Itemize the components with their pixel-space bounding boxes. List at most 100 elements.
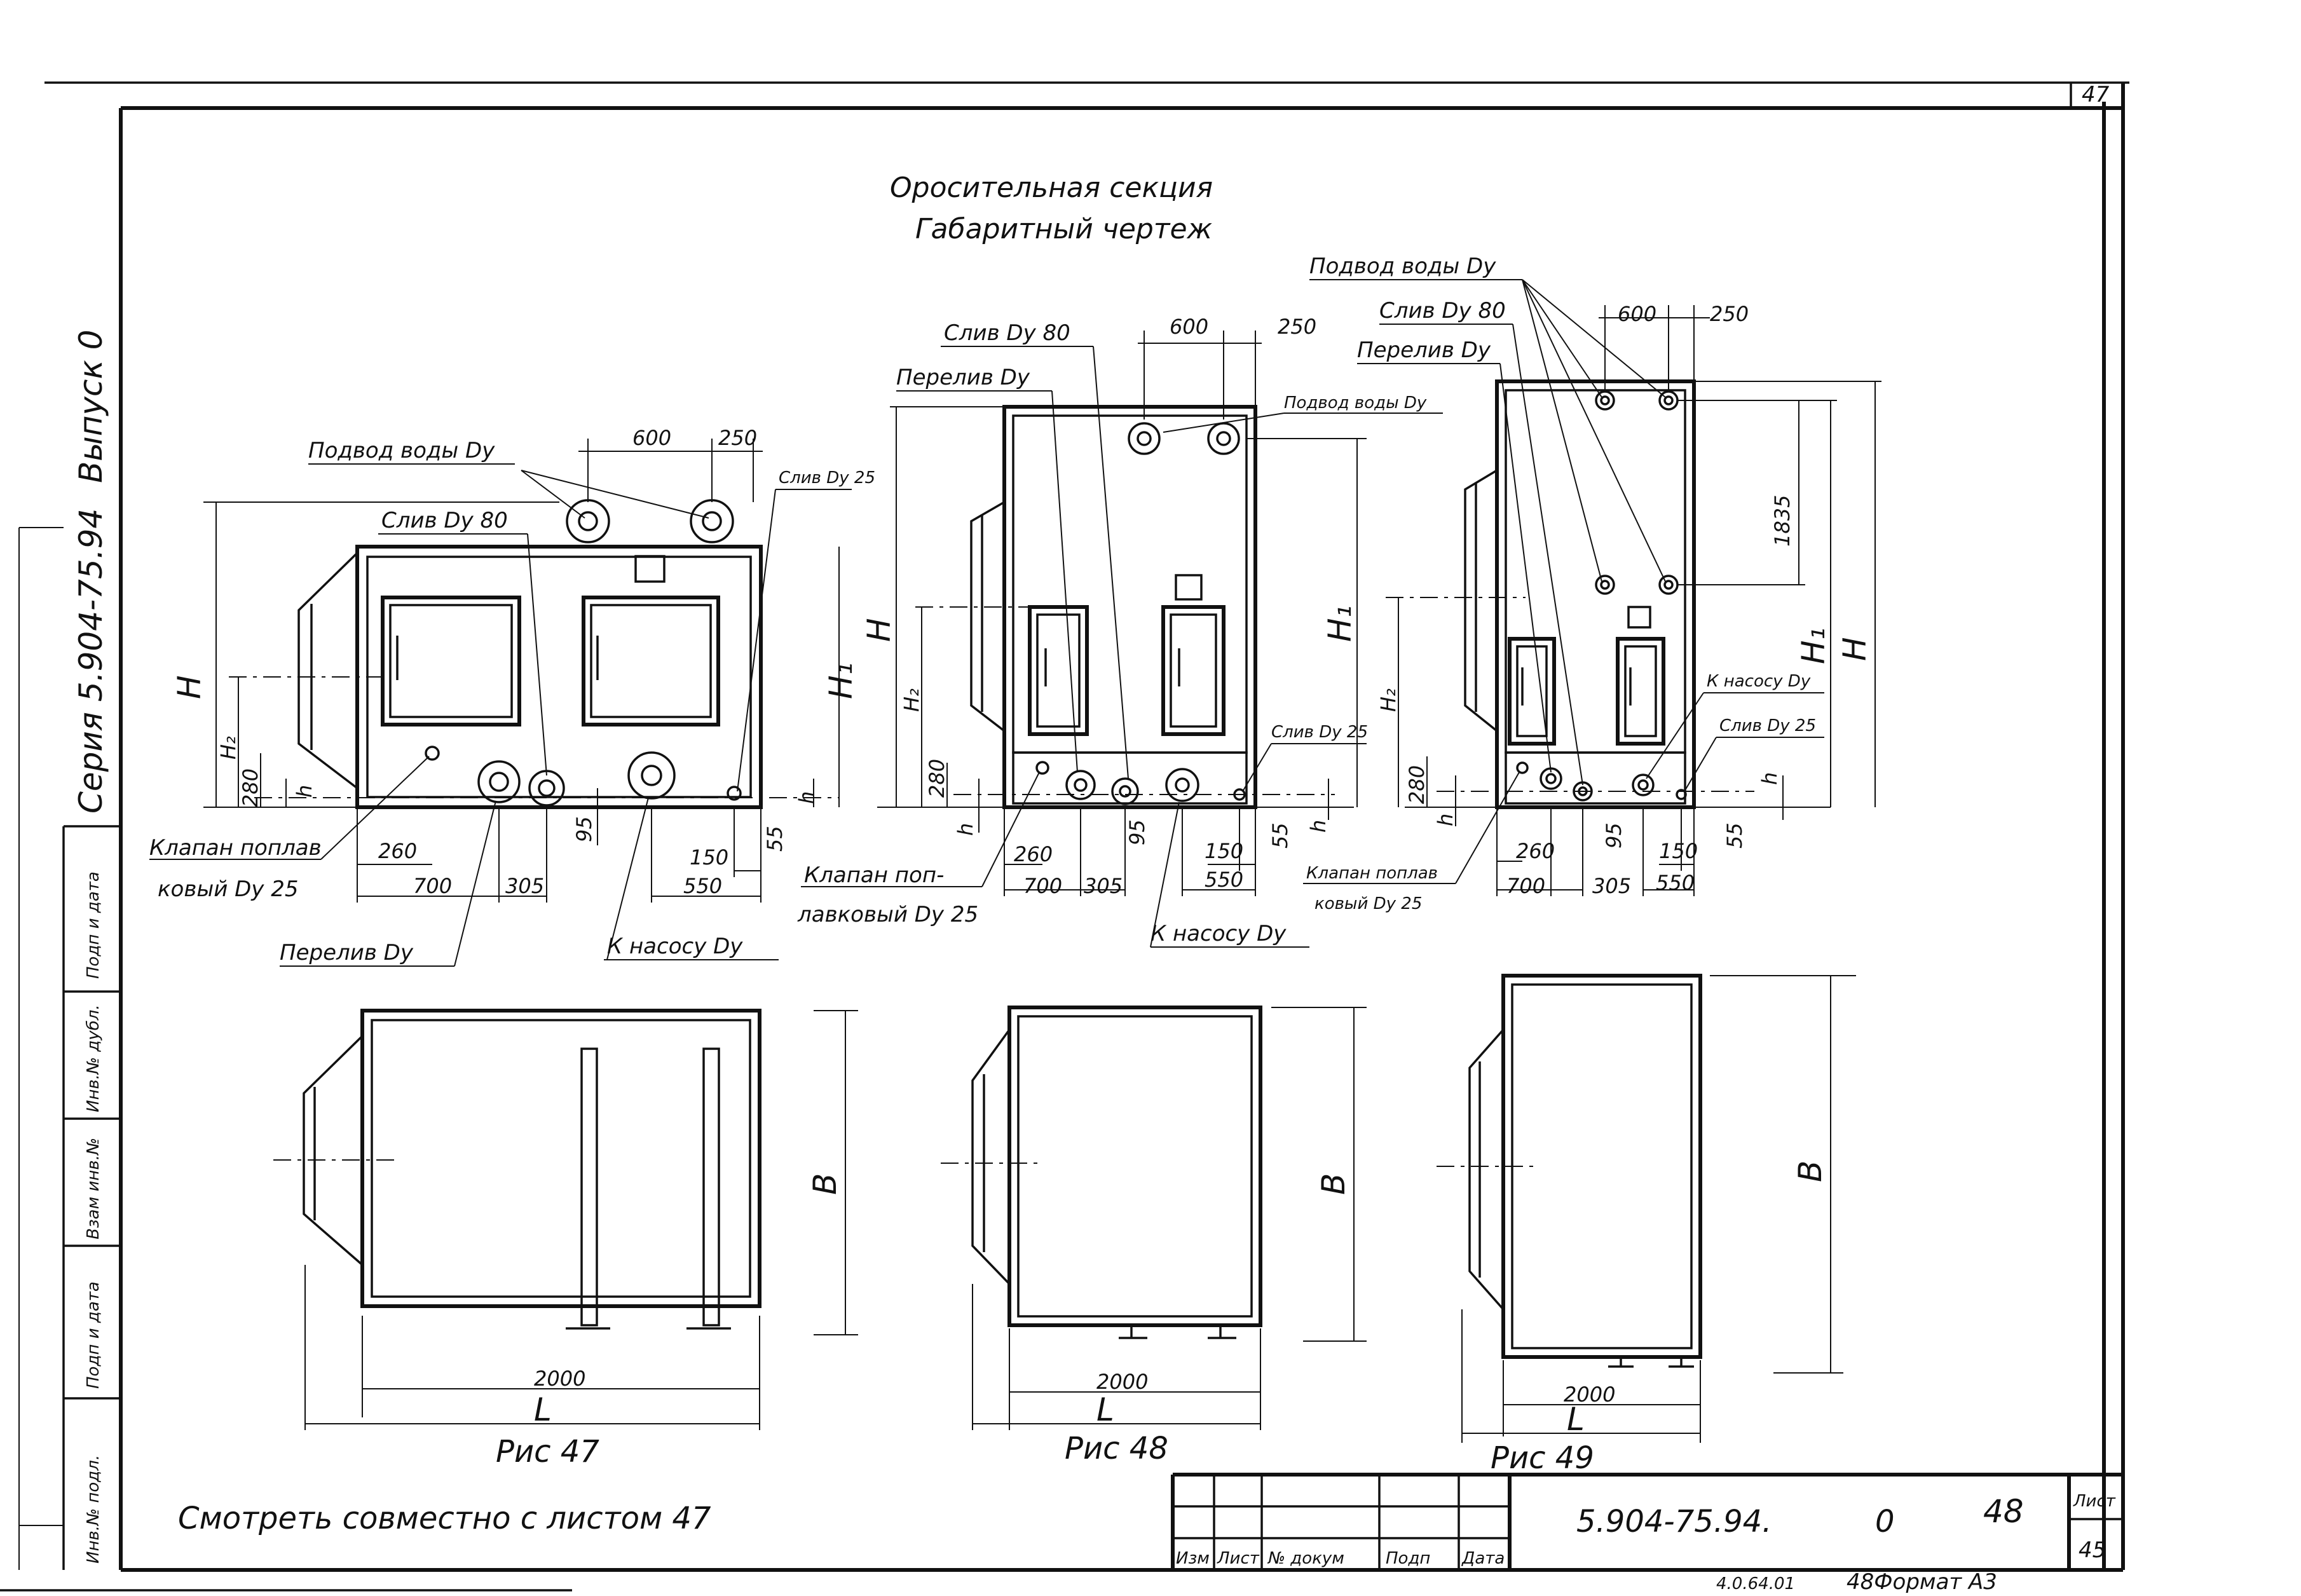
fig47-dim-600: 600 — [632, 426, 671, 450]
fig49-dim-55: 55 — [1723, 822, 1747, 849]
fig49-label-drain25: Слив Dу 25 — [1719, 716, 1816, 735]
fig47-label-water-supply: Подвод воды Dу — [308, 438, 495, 463]
fig48-dim-L: L — [1096, 1391, 1114, 1428]
fig48-dim-h: h — [953, 823, 978, 836]
tb-header-sign: Подп — [1386, 1549, 1430, 1568]
fig48-dim-H1: H₁ — [1321, 605, 1358, 642]
fig47-dim-550: 550 — [683, 874, 722, 898]
tb-header-list: Лист — [1217, 1549, 1260, 1568]
fig49-dim-h: h — [1433, 814, 1458, 826]
fig48-dim-h-right: h — [1306, 820, 1330, 833]
stamp-cell-1: Подп и дата — [84, 871, 103, 979]
fig47-dim-280: 280 — [238, 768, 263, 807]
fig48-plan-view — [941, 1006, 1367, 1430]
fig48-dim-150: 150 — [1205, 839, 1243, 863]
tb-designation: 5.904-75.94. — [1576, 1504, 1772, 1539]
footer-format: 48Формат А3 — [1847, 1569, 1997, 1593]
fig47-dim-55: 55 — [763, 826, 787, 852]
tb-sheet-number: 45 — [2079, 1538, 2106, 1563]
fig48-label-drain25: Слив Dу 25 — [1271, 723, 1368, 742]
fig47-caption: Рис 47 — [496, 1434, 599, 1470]
fig49-dim-L: L — [1567, 1401, 1585, 1438]
fig49-label-to-pump: К насосу Dу — [1707, 672, 1811, 691]
fig49-dim-150: 150 — [1659, 839, 1698, 863]
fig49-dim-2000: 2000 — [1564, 1382, 1615, 1407]
fig49-dim-280: 280 — [1405, 765, 1429, 804]
fig48-dim-280: 280 — [925, 759, 949, 798]
fig48-label-to-pump: К насосу Dу — [1150, 921, 1287, 946]
fig48-dim-305: 305 — [1084, 874, 1123, 898]
fig49-dim-550: 550 — [1656, 871, 1695, 895]
fig47-front-view — [229, 499, 839, 809]
fig48-leaders — [801, 346, 1443, 948]
fig47-leaders — [149, 463, 852, 967]
fig49-label-float-valve-1: Клапан поплав — [1306, 864, 1438, 883]
fig49-dim-600: 600 — [1618, 302, 1656, 326]
fig49-label-overflow: Перелив Dу — [1357, 338, 1491, 363]
footer-code: 4.0.64.01 — [1716, 1574, 1795, 1593]
fig49-dim-H2: H₂ — [1376, 688, 1400, 712]
tb-sheet-label: Лист — [2073, 1492, 2116, 1511]
fig48-label-water-supply: Подвод воды Dу — [1284, 393, 1427, 413]
fig48-caption: Рис 48 — [1065, 1431, 1168, 1466]
tb-header-date: Дата — [1461, 1549, 1505, 1568]
fig48-label-float-valve-1: Клапан поп- — [804, 863, 944, 888]
tb-page-number: 48 — [1983, 1493, 2024, 1530]
fig47-dim-95: 95 — [572, 816, 596, 842]
fig48-label-drain80: Слив Dу 80 — [944, 320, 1070, 346]
fig47-label-overflow: Перелив Dу — [280, 940, 414, 965]
fig47-label-float-valve-1: Клапан поплав — [149, 835, 322, 861]
fig49-dim-h-right: h — [1758, 772, 1782, 785]
fig48-dimensions — [877, 331, 1367, 896]
fig47-dim-H: H — [171, 675, 208, 699]
fig49-caption: Рис 49 — [1491, 1440, 1594, 1476]
tb-header-izm: Изм — [1176, 1549, 1210, 1568]
fig47-dim-L: L — [534, 1391, 552, 1428]
fig49-front-view — [1386, 379, 1754, 809]
fig47-label-float-valve-2: ковый Dу 25 — [158, 876, 299, 902]
fig49-dim-305: 305 — [1592, 874, 1631, 898]
fig48-dim-550: 550 — [1205, 868, 1243, 892]
fig48-dim-600: 600 — [1170, 315, 1208, 339]
cross-reference-note: Смотреть совместно с листом 47 — [178, 1501, 711, 1536]
fig47-dim-305: 305 — [505, 874, 544, 898]
fig48-dim-2000: 2000 — [1096, 1370, 1148, 1394]
fig49-label-drain80: Слив Dу 80 — [1379, 298, 1506, 324]
fig48-dim-250: 250 — [1278, 315, 1316, 339]
fig49-dimensions — [1398, 305, 1881, 896]
fig47-dim-250: 250 — [718, 426, 757, 450]
fig47-dim-H2: H₂ — [216, 736, 240, 760]
fig49-leaders — [1303, 279, 1824, 884]
fig49-dim-1835: 1835 — [1770, 495, 1794, 547]
fig49-label-water-supply: Подвод воды Dу — [1309, 254, 1496, 279]
stamp-cell-3: Взам инв.№ — [84, 1138, 103, 1239]
fig49-dim-250: 250 — [1710, 302, 1749, 326]
drawing-title-2: Габаритный чертеж — [915, 213, 1213, 245]
fig47-label-to-pump: К насосу Dу — [607, 934, 743, 959]
sheet-frame — [0, 81, 2129, 1592]
fig49-dim-H: H — [1836, 637, 1873, 661]
tb-issue: 0 — [1875, 1504, 1895, 1539]
fig47-dim-h: h — [292, 785, 317, 798]
fig49-dim-700: 700 — [1506, 874, 1545, 898]
fig48-dim-260: 260 — [1014, 842, 1053, 866]
fig48-dim-B: B — [1315, 1173, 1352, 1195]
fig48-front-view — [915, 405, 1335, 809]
fig47-label-drain25: Слив Dу 25 — [779, 468, 875, 488]
fig49-dim-95: 95 — [1602, 822, 1626, 849]
corner-sheet-number: 47 — [2082, 82, 2110, 107]
fig47-label-drain80: Слив Dу 80 — [381, 508, 508, 533]
fig49-dim-260: 260 — [1516, 839, 1555, 863]
tb-header-doc: № докум — [1267, 1549, 1344, 1568]
fig48-dim-H: H — [861, 618, 898, 642]
side-stamp — [18, 527, 121, 1570]
fig49-dim-H1: H₁ — [1795, 627, 1832, 664]
fig47-dim-h-right: h — [795, 791, 819, 804]
fig48-dim-700: 700 — [1023, 874, 1062, 898]
fig48-dim-H2: H₂ — [899, 688, 924, 712]
fig47-plan-view — [273, 1009, 858, 1430]
title-block — [1171, 1473, 2123, 1570]
fig47-dim-700: 700 — [413, 874, 452, 898]
fig47-dim-150: 150 — [690, 845, 728, 870]
